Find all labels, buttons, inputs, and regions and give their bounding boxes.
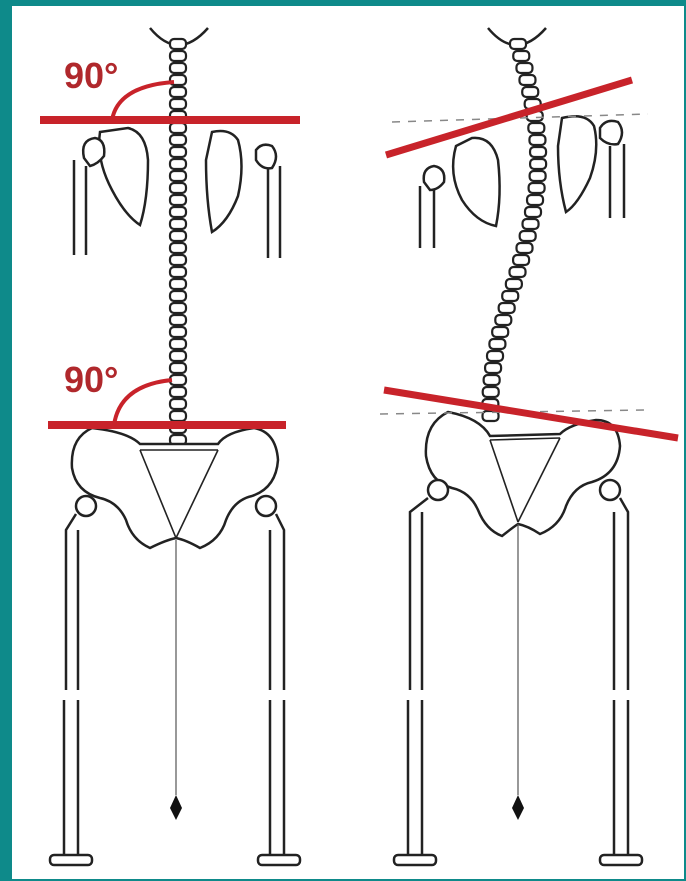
vertebra <box>170 363 186 373</box>
vertebra <box>170 375 186 385</box>
vertebra <box>170 219 186 229</box>
vertebra <box>170 387 186 397</box>
vertebra <box>170 411 186 421</box>
vertebra <box>525 207 541 217</box>
vertebra <box>522 87 538 97</box>
diagram-panel: 90° 90° <box>12 6 684 879</box>
vertebra <box>502 291 518 301</box>
vertebra <box>483 387 499 397</box>
vertebra <box>529 183 545 193</box>
vertebra <box>527 195 543 205</box>
vertebra <box>517 243 533 253</box>
vertebra <box>523 219 539 229</box>
left-hip-reference: 90° <box>48 359 286 425</box>
vertebra <box>499 303 515 313</box>
right-spine <box>482 39 546 421</box>
vertebra <box>170 303 186 313</box>
vertebra <box>510 267 526 277</box>
vertebra <box>513 255 529 265</box>
vertebra <box>492 327 508 337</box>
left-pelvis <box>72 428 278 548</box>
vertebra <box>520 231 536 241</box>
vertebra <box>530 171 546 181</box>
vertebra <box>170 279 186 289</box>
vertebra <box>484 375 500 385</box>
right-shoulder-left <box>420 138 500 248</box>
vertebra <box>170 255 186 265</box>
vertebra <box>170 39 186 49</box>
vertebra <box>495 315 511 325</box>
left-skeleton <box>50 28 300 865</box>
vertebra <box>516 63 532 73</box>
vertebra <box>170 291 186 301</box>
vertebra <box>170 51 186 61</box>
vertebra <box>170 351 186 361</box>
vertebra <box>170 147 186 157</box>
vertebra <box>489 339 505 349</box>
vertebra <box>170 207 186 217</box>
vertebra <box>170 195 186 205</box>
vertebra <box>170 135 186 145</box>
vertebra <box>170 231 186 241</box>
vertebra <box>510 39 526 49</box>
vertebra <box>506 279 522 289</box>
vertebra <box>487 351 503 361</box>
vertebra <box>529 135 545 145</box>
left-shoulder-right <box>206 131 280 258</box>
left-spine <box>170 39 186 445</box>
right-shoulder-right <box>558 116 624 218</box>
plumb-bob-icon <box>512 795 524 820</box>
vertebra <box>485 363 501 373</box>
vertebra <box>170 183 186 193</box>
vertebra <box>170 123 186 133</box>
vertebra <box>519 75 535 85</box>
vertebra <box>170 99 186 109</box>
vertebra <box>170 63 186 73</box>
vertebra <box>513 51 529 61</box>
posture-diagram: 90° 90° <box>12 6 684 879</box>
vertebra <box>170 243 186 253</box>
vertebra <box>530 159 546 169</box>
vertebra <box>170 87 186 97</box>
vertebra <box>170 399 186 409</box>
hip-angle-label: 90° <box>64 359 118 400</box>
vertebra <box>170 339 186 349</box>
shoulder-angle-label: 90° <box>64 55 118 96</box>
vertebra <box>170 267 186 277</box>
right-skeleton <box>394 28 642 865</box>
vertebra <box>528 123 544 133</box>
vertebra <box>170 159 186 169</box>
vertebra <box>170 327 186 337</box>
vertebra <box>170 171 186 181</box>
vertebra <box>530 147 546 157</box>
plumb-bob-icon <box>170 795 182 820</box>
vertebra <box>170 315 186 325</box>
left-shoulder-left <box>74 128 148 255</box>
right-hip-reference <box>380 390 678 438</box>
right-pelvis <box>426 412 620 536</box>
